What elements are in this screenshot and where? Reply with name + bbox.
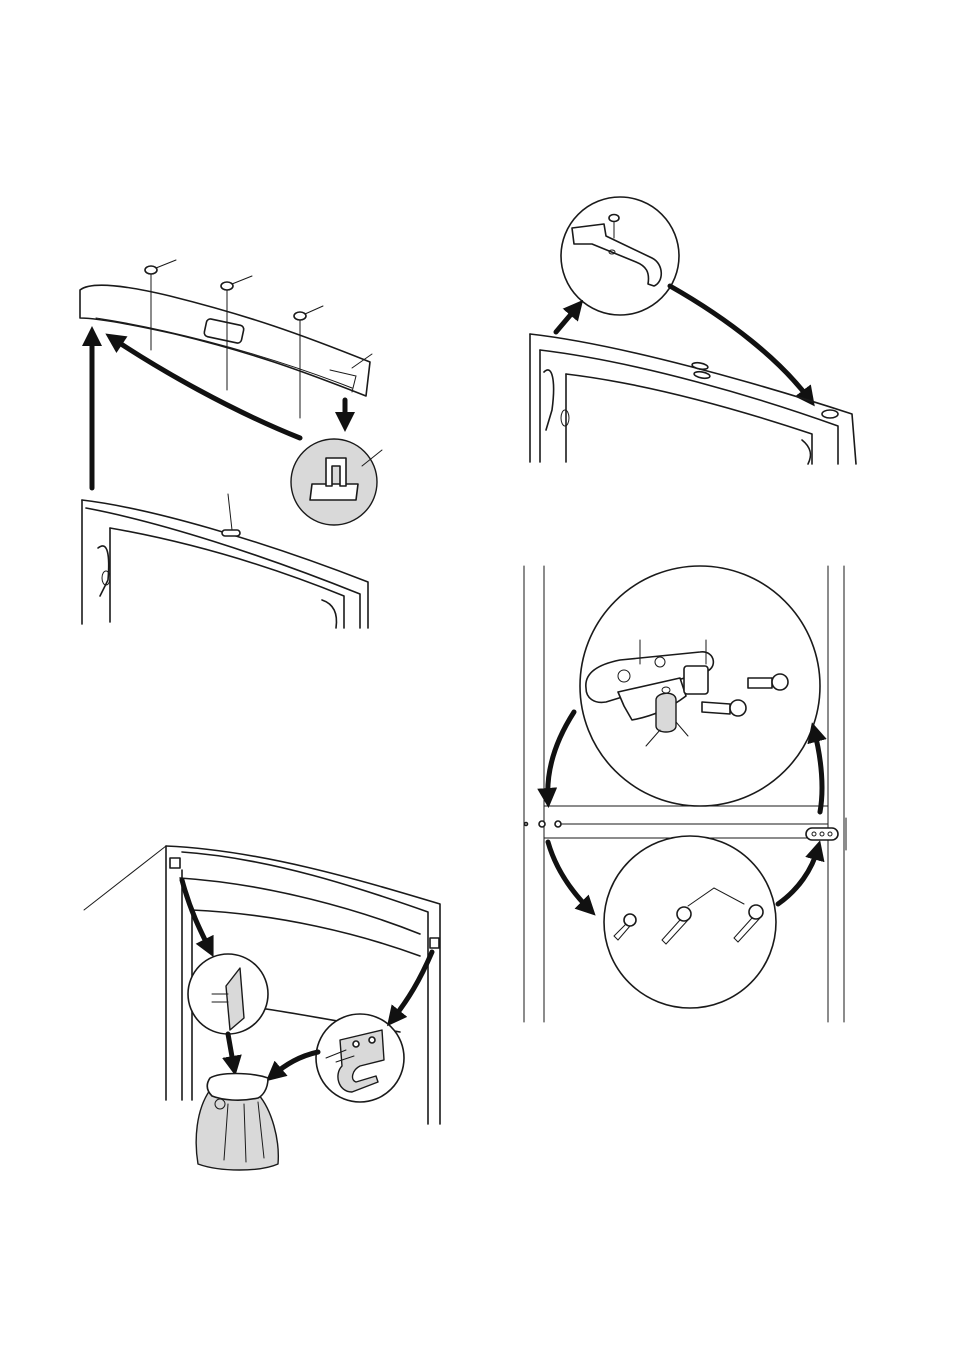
clip-detail-circle (291, 439, 382, 525)
figure-door-accessories-bag (84, 846, 440, 1170)
fridge-upper-frame (530, 334, 856, 464)
accessory-bag (196, 1074, 278, 1171)
figure-middle-hinge-detail (524, 566, 846, 1022)
arrow-back-up (814, 730, 822, 812)
arrow-circle-down (548, 712, 574, 800)
arrow-to-left-detail (182, 880, 210, 950)
hinge-cover-detail-circle (561, 197, 679, 315)
arrow-from-screws (778, 848, 818, 904)
hinge-bracket-detail-circle-right (316, 1014, 404, 1102)
arrow-to-detail (556, 306, 578, 332)
arrow-to-bag-right (272, 1052, 318, 1076)
leader-line (84, 846, 166, 910)
arrow-to-bag-left (228, 1034, 234, 1068)
arrow-to-corner (670, 286, 810, 400)
hinge-pin-bracket (806, 818, 846, 850)
arrow-to-right-detail (392, 952, 432, 1020)
bracket-detail-circle-left (188, 954, 268, 1034)
hinge-detail-circle-top (580, 566, 820, 806)
figure-top-cover-removal (80, 260, 382, 628)
figure-upper-hinge-cover (530, 197, 856, 464)
screws-detail-circle-bottom (604, 836, 776, 1008)
top-cover-panel (80, 285, 370, 396)
arrow-to-screws (548, 842, 590, 910)
